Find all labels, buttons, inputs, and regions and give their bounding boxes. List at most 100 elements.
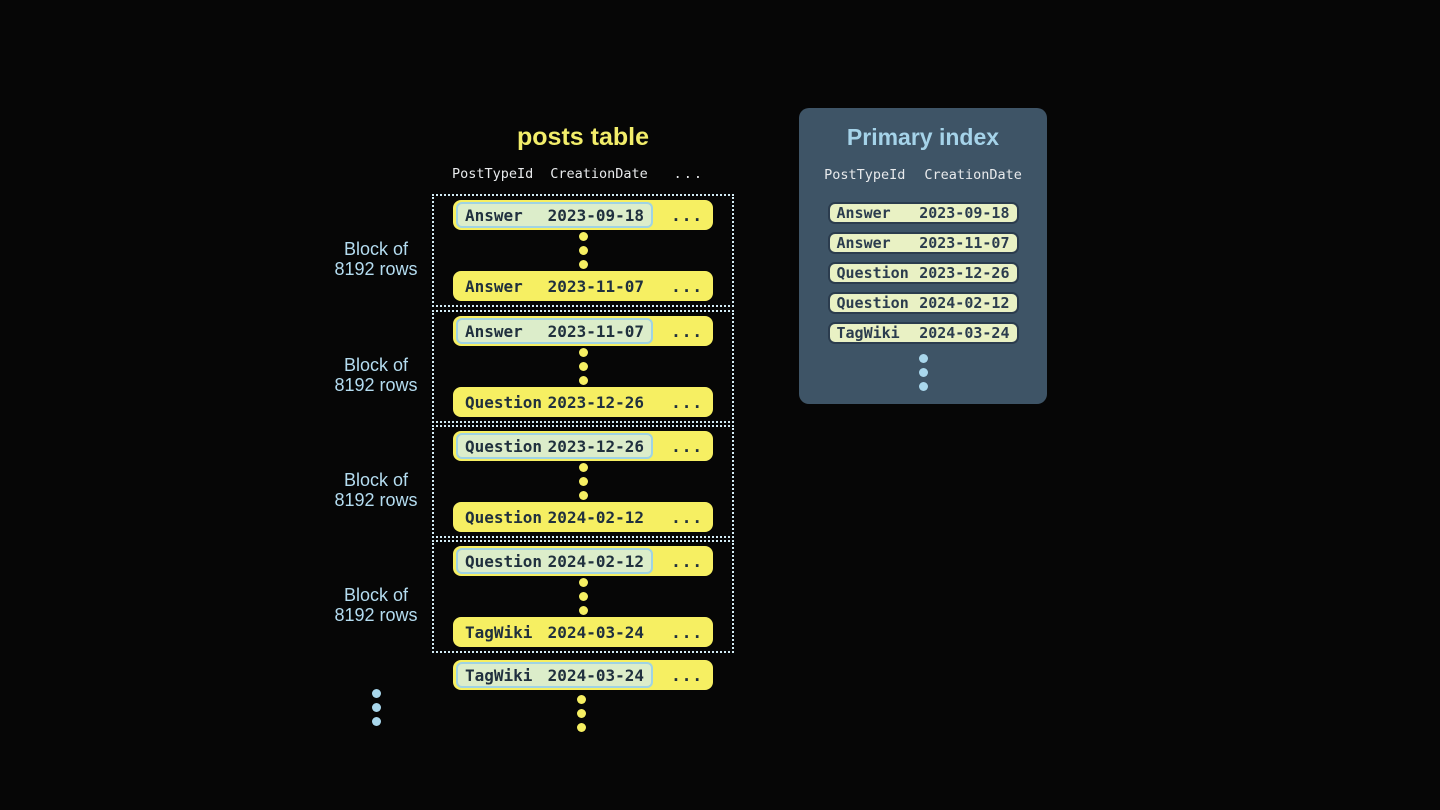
- more-index-entries-dots: [919, 354, 928, 391]
- index-post-type: TagWiki: [836, 324, 900, 342]
- more-rows-dots: [577, 695, 586, 732]
- table-row: Question 2023-12-26 ...: [453, 387, 713, 417]
- primary-index-rows: Answer 2023-09-18 Answer 2023-11-07 Ques…: [799, 202, 1047, 344]
- table-row: Answer 2023-11-07 ...: [453, 316, 713, 346]
- ellipsis-dot-icon: [578, 362, 588, 371]
- index-post-type: Question: [836, 264, 909, 282]
- ellipsis-dot-icon: [578, 578, 588, 587]
- ellipsis-dot-icon: [577, 709, 586, 718]
- index-creation-date: 2024-02-12: [919, 294, 1010, 312]
- table-row-tail: TagWiki 2024-03-24 ...: [453, 660, 713, 690]
- ellipsis-dot-icon: [578, 232, 588, 241]
- table-row: Answer 2023-09-18 ...: [453, 200, 713, 230]
- row-post-type: Question: [465, 436, 543, 456]
- row-creation-date: 2024-02-12: [547, 507, 644, 527]
- ellipsis-dot-icon: [372, 689, 381, 698]
- ellipsis-dot-icon: [578, 477, 588, 486]
- index-entry: TagWiki 2024-03-24: [827, 322, 1019, 344]
- row-post-type: Question: [465, 551, 543, 571]
- hidden-rows-dots: [578, 232, 588, 269]
- table-row: TagWiki 2024-03-24 ...: [453, 617, 713, 647]
- row-values: TagWiki 2024-03-24: [456, 619, 653, 645]
- indexed-key-highlight: Question 2023-12-26: [456, 433, 653, 459]
- index-creation-date: 2023-12-26: [919, 264, 1010, 282]
- index-creation-date: 2023-11-07: [919, 234, 1010, 252]
- ellipsis-dot-icon: [578, 592, 588, 601]
- ellipsis-dot-icon: [578, 606, 588, 615]
- ellipsis-dot-icon: [578, 260, 588, 269]
- row-post-type: Answer: [465, 276, 523, 296]
- posts-table-column-header: PostTypeId CreationDate ...: [452, 166, 712, 182]
- ellipsis-dot-icon: [919, 354, 928, 363]
- ellipsis-dot-icon: [372, 717, 381, 726]
- ellipsis-dot-icon: [578, 246, 588, 255]
- row-post-type: Answer: [465, 321, 523, 341]
- ellipsis-dot-icon: [578, 376, 588, 385]
- row-ellipsis: ...: [671, 665, 703, 685]
- row-creation-date: 2023-11-07: [547, 321, 644, 341]
- index-post-type: Answer: [836, 234, 891, 252]
- ellipsis-dot-icon: [577, 695, 586, 704]
- index-entry: Answer 2023-09-18: [827, 202, 1019, 224]
- table-row: Question 2024-02-12 ...: [453, 546, 713, 576]
- row-values: Answer 2023-11-07: [456, 273, 653, 299]
- more-blocks-dots: [372, 689, 381, 726]
- row-creation-date: 2024-03-24: [547, 665, 644, 685]
- row-ellipsis: ...: [671, 436, 703, 456]
- ellipsis-dot-icon: [577, 723, 586, 732]
- posts-table-title: posts table: [517, 123, 649, 151]
- primary-index-panel: Primary index PostTypeId CreationDate An…: [799, 108, 1047, 404]
- row-post-type: TagWiki: [465, 665, 533, 685]
- primary-index-title: Primary index: [846, 124, 1000, 150]
- block-label-1: Block of 8192 rows: [334, 239, 418, 279]
- row-creation-date: 2024-03-24: [547, 622, 644, 642]
- ellipsis-dot-icon: [372, 703, 381, 712]
- row-values: Question 2024-02-12: [456, 504, 653, 530]
- hidden-rows-dots: [578, 348, 588, 385]
- row-ellipsis: ...: [671, 392, 703, 412]
- posts-block-1: Answer 2023-09-18 ... Answer 2023-11-07 …: [432, 194, 734, 307]
- ellipsis-dot-icon: [578, 491, 588, 500]
- row-ellipsis: ...: [671, 622, 703, 642]
- index-post-type: Question: [836, 294, 909, 312]
- row-creation-date: 2023-12-26: [547, 436, 644, 456]
- row-ellipsis: ...: [671, 551, 703, 571]
- block-label-4: Block of 8192 rows: [334, 585, 418, 625]
- ellipsis-dot-icon: [578, 463, 588, 472]
- posts-block-3: Question 2023-12-26 ... Question 2024-02…: [432, 425, 734, 538]
- index-entry: Question 2023-12-26: [827, 262, 1019, 284]
- columns-ellipsis: ...: [673, 166, 704, 182]
- column-creationdate: CreationDate: [550, 166, 648, 182]
- row-ellipsis: ...: [671, 205, 703, 225]
- index-post-type: Answer: [836, 204, 891, 222]
- row-post-type: TagWiki: [465, 622, 533, 642]
- row-creation-date: 2023-11-07: [547, 276, 644, 296]
- block-label-2: Block of 8192 rows: [334, 355, 418, 395]
- row-ellipsis: ...: [671, 507, 703, 527]
- table-row: Question 2024-02-12 ...: [453, 502, 713, 532]
- row-creation-date: 2023-09-18: [547, 205, 644, 225]
- row-post-type: Question: [465, 392, 543, 412]
- posts-block-2: Answer 2023-11-07 ... Question 2023-12-2…: [432, 310, 734, 423]
- row-post-type: Answer: [465, 205, 523, 225]
- hidden-rows-dots: [578, 463, 588, 500]
- ellipsis-dot-icon: [919, 368, 928, 377]
- posts-block-4: Question 2024-02-12 ... TagWiki 2024-03-…: [432, 540, 734, 653]
- row-ellipsis: ...: [671, 321, 703, 341]
- index-creation-date: 2023-09-18: [919, 204, 1010, 222]
- column-posttypeid: PostTypeId: [824, 167, 906, 183]
- index-entry: Answer 2023-11-07: [827, 232, 1019, 254]
- table-row: Question 2023-12-26 ...: [453, 431, 713, 461]
- row-ellipsis: ...: [671, 276, 703, 296]
- indexed-key-highlight: Answer 2023-09-18: [456, 202, 653, 228]
- indexed-key-highlight: TagWiki 2024-03-24: [456, 662, 653, 688]
- block-label-3: Block of 8192 rows: [334, 470, 418, 510]
- index-entry: Question 2024-02-12: [827, 292, 1019, 314]
- row-post-type: Question: [465, 507, 543, 527]
- row-creation-date: 2024-02-12: [547, 551, 644, 571]
- ellipsis-dot-icon: [578, 348, 588, 357]
- ellipsis-dot-icon: [919, 382, 928, 391]
- index-creation-date: 2024-03-24: [919, 324, 1010, 342]
- row-creation-date: 2023-12-26: [547, 392, 644, 412]
